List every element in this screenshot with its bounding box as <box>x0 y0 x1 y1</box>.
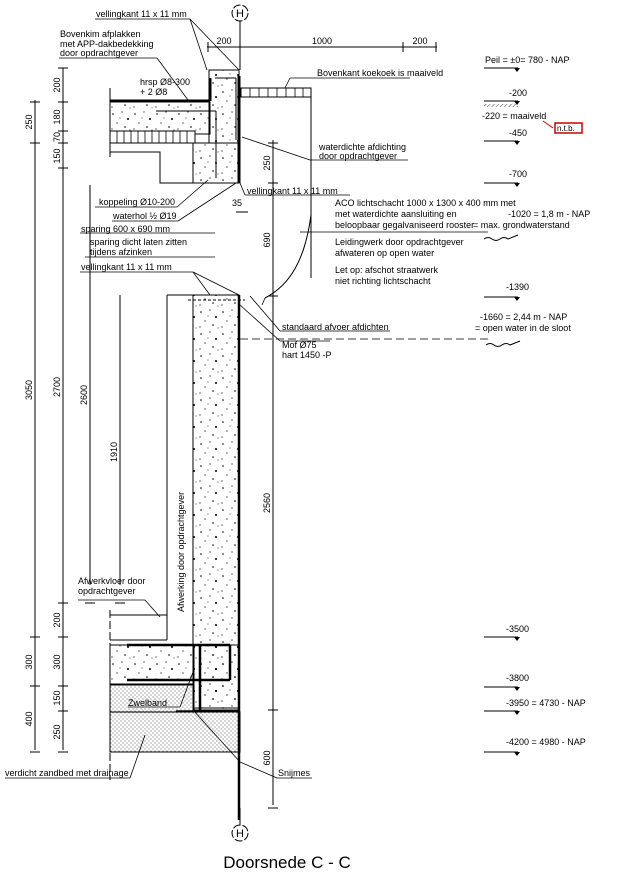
dim-2560: 2560 <box>262 493 272 513</box>
dim-300-mid: 300 <box>52 654 62 669</box>
label-zwelband: Zwelband <box>128 698 167 708</box>
level-maaiveld: -220 = maaiveld <box>482 111 546 121</box>
dim-1910: 1910 <box>109 442 119 462</box>
dim-400: 400 <box>24 711 34 726</box>
dim-690: 690 <box>262 232 272 247</box>
label-vellingkant-top: vellingkant 11 x 11 mm <box>96 9 187 19</box>
basement-wall <box>166 294 245 820</box>
level-peil: Peil = ±0= 780 - NAP <box>485 55 570 65</box>
label-aco-2: met waterdichte aansluiting en <box>335 209 457 219</box>
dim-3050: 3050 <box>24 380 34 400</box>
top-wall-section <box>109 69 241 184</box>
dim-2600: 2600 <box>79 385 89 405</box>
dim-300-outer: 300 <box>24 654 34 669</box>
grid-axis-label-top: H <box>236 8 244 20</box>
label-mof-2: hart 1450 -P <box>282 350 332 360</box>
label-sparing: sparing 600 x 690 mm <box>81 224 170 234</box>
level-markers <box>483 67 554 753</box>
label-waterdicht-2: door opdrachtgever <box>319 151 397 161</box>
dim-200-low: 200 <box>52 612 62 627</box>
label-mof-1: Mof Ø75 <box>282 340 317 350</box>
level-minus-3950: -3950 = 4730 - NAP <box>506 698 586 708</box>
label-koppeling: koppeling Ø10-200 <box>99 197 175 207</box>
label-letop-2: niet richting lichtschacht <box>335 276 431 286</box>
label-waterdicht-1: waterdichte afdichting <box>318 142 406 152</box>
label-sparing-dicht-1: sparing dicht laten zitten <box>90 237 187 247</box>
level-labels: Peil = ±0= 780 - NAP -200 -220 = maaivel… <box>473 55 590 747</box>
left-dimension-lines <box>30 67 125 753</box>
label-leiding-1: Leidingwerk door opdrachtgever <box>335 237 464 247</box>
dim-top-1000: 1000 <box>312 36 332 46</box>
dim-35: 35 <box>232 198 242 208</box>
dim-70: 70 <box>52 132 62 142</box>
floor-slab <box>109 610 241 780</box>
dim-top-200-left: 200 <box>216 36 231 46</box>
drawing-title: Doorsnede C - C <box>223 853 351 872</box>
label-waterhol: waterhol ½ Ø19 <box>112 211 177 221</box>
label-zandbed: verdicht zandbed met drainage <box>5 768 129 778</box>
level-minus-700: -700 <box>509 169 527 179</box>
right-dimension-lines <box>236 140 278 809</box>
label-snijmes: Snijmes <box>278 768 311 778</box>
grid-axis-label-bottom: H <box>236 828 244 840</box>
dim-250-outer: 250 <box>24 114 34 129</box>
top-dimension-line <box>207 42 437 52</box>
ntb-badge: n.t.b. <box>557 124 575 133</box>
label-bovenkim-2: met APP-dakbedekking <box>60 39 154 49</box>
label-bovenkim-1: Bovenkim afplakken <box>60 29 141 39</box>
level-minus-1390: -1390 <box>506 282 529 292</box>
label-aco-1: ACO lichtschacht 1000 x 1300 x 400 mm me… <box>335 198 516 208</box>
dim-2700: 2700 <box>52 377 62 397</box>
label-afwerkvloer-1: Afwerkvloer door <box>78 576 146 586</box>
leader-lines <box>5 18 490 779</box>
label-vellingkant-mid: vellingkant 11 x 11 mm <box>247 186 338 196</box>
label-koekoek: Bovenkant koekoek is maaiveld <box>317 68 443 78</box>
level-minus-4200: -4200 = 4980 - NAP <box>506 737 586 747</box>
left-dimension-texts: 250 3050 300 400 200 180 70 150 2700 200… <box>24 77 272 765</box>
dim-600: 600 <box>262 750 272 765</box>
dim-200-top: 200 <box>52 77 62 92</box>
dim-250-right: 250 <box>262 155 272 170</box>
level-grondwater-2: = max. grondwaterstand <box>473 220 570 230</box>
label-aco-3: beloopbaar gegalvaniseerd rooster <box>335 220 474 230</box>
annotations: vellingkant 11 x 11 mm Bovenkim afplakke… <box>5 9 516 778</box>
ntb-badge-box <box>554 122 583 134</box>
dim-150-top: 150 <box>52 148 62 163</box>
level-arrows <box>514 68 520 756</box>
dim-top-200-right: 200 <box>412 36 427 46</box>
label-hrsp-2: + 2 Ø8 <box>140 87 167 97</box>
level-open-water-2: = open water in de sloot <box>475 323 571 333</box>
dim-180: 180 <box>52 109 62 124</box>
level-minus-450: -450 <box>509 128 527 138</box>
label-letop-1: Let op: afschot straatwerk <box>335 265 439 275</box>
label-afwerking-wand: Afwerking door opdrachtgever <box>176 492 186 612</box>
label-leiding-2: afwateren op open water <box>335 248 434 258</box>
label-afwerkvloer-2: opdrachtgever <box>78 586 136 596</box>
label-afvoer: standaard afvoer afdichten <box>282 322 389 332</box>
level-grondwater-1: -1020 = 1,8 m - NAP <box>508 209 590 219</box>
level-open-water-1: -1660 = 2,44 m - NAP <box>480 312 567 322</box>
dim-150-low: 150 <box>52 690 62 705</box>
dim-250-low: 250 <box>52 724 62 739</box>
level-minus-3500: -3500 <box>506 624 529 634</box>
level-minus-200: -200 <box>509 88 527 98</box>
label-hrsp-1: hrsp Ø8-300 <box>140 77 190 87</box>
level-minus-3800: -3800 <box>506 673 529 683</box>
label-vellingkant-low: vellingkant 11 x 11 mm <box>81 262 172 272</box>
label-sparing-dicht-2: tijdens afzinken <box>90 247 152 257</box>
label-bovenkim-3: door opdrachtgever <box>60 48 138 58</box>
